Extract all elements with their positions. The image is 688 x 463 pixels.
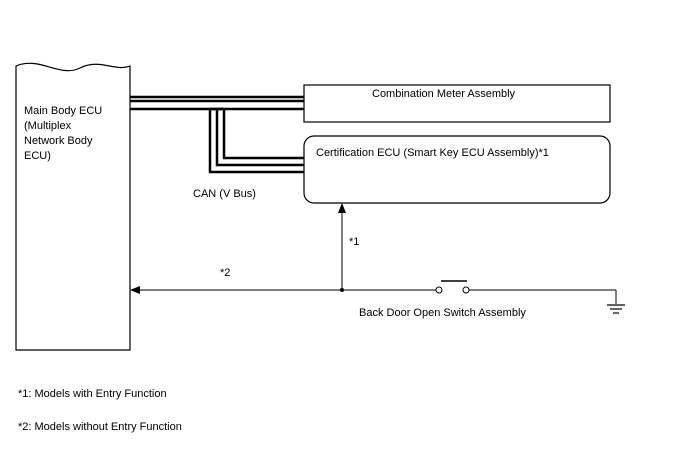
- note-2: *2: Models without Entry Function: [18, 421, 182, 433]
- main-ecu-label-3: Network Body: [24, 135, 93, 147]
- combination-meter-label: Combination Meter Assembly: [372, 88, 516, 100]
- certification-ecu-label: Certification ECU (Smart Key ECU Assembl…: [316, 147, 549, 159]
- switch-label: Back Door Open Switch Assembly: [359, 307, 526, 319]
- main-ecu-label-2: (Multiplex: [24, 120, 72, 132]
- note-1: *1: Models with Entry Function: [18, 388, 167, 400]
- wire-label-star2: *2: [220, 267, 230, 279]
- wire-label-star1: *1: [349, 236, 359, 248]
- main-body-ecu-block: [15, 62, 131, 351]
- main-ecu-label-4: ECU): [24, 150, 51, 162]
- junction-dot: [340, 288, 344, 292]
- can-bus-wires: [130, 95, 304, 174]
- main-ecu-label-1: Main Body ECU: [24, 105, 102, 117]
- combination-meter-box: [303, 84, 611, 123]
- ground-icon: [607, 304, 625, 314]
- certification-ecu-box: [303, 135, 611, 204]
- switch-symbol-icon: [435, 280, 470, 294]
- can-bus-label: CAN (V Bus): [193, 188, 256, 200]
- arrow-left-icon: [130, 286, 140, 294]
- arrow-up-icon: [338, 203, 346, 213]
